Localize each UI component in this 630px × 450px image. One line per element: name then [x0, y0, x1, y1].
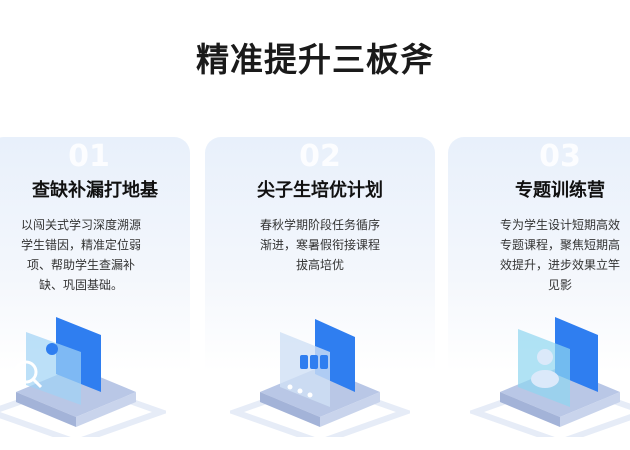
card-description: 春秋学期阶段任务循序渐进，寒暑假衔接课程拔高培优	[259, 218, 380, 272]
card-description: 以闯关式学习深度溯源学生错因，精准定位弱项、帮助学生查漏补缺、巩固基础。	[20, 218, 141, 292]
card-number: 03	[539, 139, 581, 174]
card-number: 01	[68, 139, 110, 174]
page-title: 精准提升三板斧	[196, 40, 434, 79]
user-screen-icon	[470, 317, 630, 437]
card-special-camp[interactable]: 03 专题训练营 专为学生设计短期高效专题课程，聚焦短期高效提升，进步效果立竿见…	[448, 137, 630, 450]
card-top-students[interactable]: 02 尖子生培优计划 春秋学期阶段任务循序渐进，寒暑假衔接课程拔高培优	[205, 137, 435, 450]
card-title: 查缺补漏打地基	[32, 180, 158, 201]
card-check-gaps[interactable]: 01 查缺补漏打地基 以闯关式学习深度溯源学生错因，精准定位弱项、帮助学生查漏补…	[0, 137, 190, 450]
numbers-stars-icon	[230, 319, 410, 437]
card-title: 尖子生培优计划	[257, 180, 383, 201]
card-number: 02	[299, 139, 341, 174]
card-title: 专题训练营	[515, 180, 605, 201]
magnifier-image-icon	[0, 317, 166, 437]
card-description: 专为学生设计短期高效专题课程，聚焦短期高效提升，进步效果立竿见影	[499, 218, 620, 292]
